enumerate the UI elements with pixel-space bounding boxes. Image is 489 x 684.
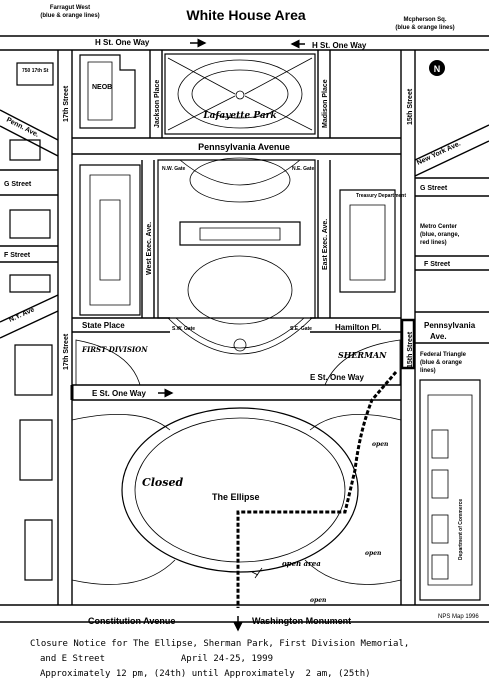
- h-street-right-label: H St. One Way: [312, 41, 367, 50]
- metro-mcpherson: Mcpherson Sq.: [403, 17, 446, 23]
- metro-center-lines2: red lines): [420, 240, 447, 246]
- svg-text:N: N: [434, 64, 441, 74]
- west-exec-ave-label: West Exec. Ave.: [146, 222, 153, 275]
- ne-gate-label: N.E. Gate: [292, 166, 314, 172]
- metro-federal-triangle-lines2: lines): [420, 368, 436, 374]
- commerce-label: Department of Commerce: [458, 499, 464, 560]
- ny-ave-label: N.Y. Ave: [8, 306, 36, 323]
- notice-line-2: and E Street April 24-25, 1999: [40, 654, 273, 664]
- open-label-3: open: [310, 597, 326, 604]
- sherman-label: SHERMAN: [338, 350, 387, 360]
- treasury-label: Treasury Department: [356, 193, 406, 199]
- e-street-left-label: E St. One Way: [92, 389, 146, 398]
- metro-farragut-lines: (blue & orange lines): [40, 13, 99, 19]
- closed-label: Closed: [142, 476, 183, 489]
- 15th-street-label: 15th Street: [407, 88, 414, 125]
- constitution-avenue-label: Constitution Avenue: [88, 616, 175, 626]
- g-street-right-label: G Street: [420, 185, 448, 192]
- north-arrow-icon: N: [429, 60, 445, 76]
- 17th-street-lower-label: 17th Street: [63, 333, 70, 370]
- ellipse-label: The Ellipse: [212, 492, 260, 502]
- metro-federal-triangle: Federal Triangle: [420, 352, 467, 358]
- h-street-left-label: H St. One Way: [95, 38, 150, 47]
- 750-17th-st-label: 750 17th St: [22, 68, 49, 74]
- washington-monument-label: Washington Monument: [252, 616, 351, 626]
- map-title: White House Area: [186, 7, 305, 23]
- nw-gate-label: N.W. Gate: [162, 166, 186, 172]
- metro-federal-triangle-lines: (blue & orange: [420, 360, 463, 366]
- east-exec-ave-label: East Exec. Ave.: [322, 219, 329, 270]
- pennsylvania-avenue-label: Pennsylvania Avenue: [198, 142, 290, 152]
- g-street-left-label: G Street: [4, 181, 32, 188]
- 17th-street-label: 17th Street: [63, 85, 70, 122]
- jackson-place-label: Jackson Place: [154, 80, 161, 128]
- new-york-ave-label: New York Ave.: [416, 140, 462, 166]
- hamilton-place-label: Hamilton Pl.: [335, 323, 381, 332]
- sw-gate-label: S.W. Gate: [172, 326, 195, 332]
- credit-label: NPS Map 1996: [438, 614, 479, 620]
- open-area-label: open area: [282, 559, 321, 568]
- penn-ave-right-label: Pennsylvania: [424, 321, 476, 330]
- lafayette-park-label: Lafayette Park: [202, 111, 276, 121]
- se-gate-label: S.E. Gate: [290, 326, 312, 332]
- neob-label: NEOB: [92, 84, 112, 91]
- state-place-label: State Place: [82, 321, 125, 330]
- penn-ave-right-label2: Ave.: [430, 332, 447, 341]
- open-label-1: open: [372, 441, 388, 448]
- metro-farragut: Farragut West: [50, 5, 90, 11]
- notice-line-1: Closure Notice for The Ellipse, Sherman …: [30, 639, 409, 649]
- e-street-right-label: E St. One Way: [310, 373, 364, 382]
- f-street-right-label: F Street: [424, 261, 451, 268]
- metro-center-lines: (blue, orange,: [420, 232, 460, 238]
- metro-center: Metro Center: [420, 224, 458, 230]
- madison-place-label: Madison Place: [322, 79, 329, 128]
- notice-line-3: Approximately 12 pm, (24th) until Approx…: [40, 669, 371, 679]
- first-division-label: FIRST DIVISION: [81, 345, 148, 354]
- metro-mcpherson-lines: (blue & orange lines): [395, 25, 454, 31]
- f-street-left-label: F Street: [4, 252, 31, 259]
- 15th-street-lower-label: 15th Street: [407, 331, 414, 368]
- open-label-2: open: [365, 550, 381, 557]
